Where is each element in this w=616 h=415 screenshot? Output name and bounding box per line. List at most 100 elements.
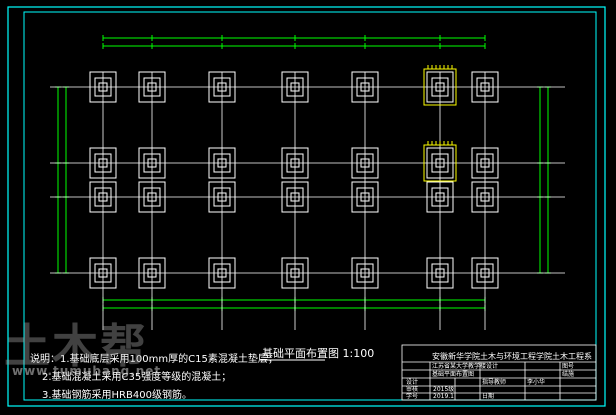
column-stub — [435, 158, 445, 168]
footing-outline — [351, 181, 379, 213]
footing-step — [94, 187, 112, 207]
footing-outline — [471, 71, 499, 103]
footing-step — [356, 263, 374, 283]
tb-drawing-name: 基础平面布置图 — [432, 370, 474, 378]
tb-year-1: 2015级 — [433, 385, 454, 393]
footing-step — [213, 77, 231, 97]
tb-school: 安徽新华学院土木与环境工程学院土木工程系 — [432, 351, 592, 361]
footing-outline — [281, 147, 309, 179]
footing-outline — [138, 181, 166, 213]
footing-outline — [351, 71, 379, 103]
footing-outline — [89, 71, 117, 103]
column-stub — [360, 82, 370, 92]
footing-step — [94, 77, 112, 97]
column-stub — [147, 158, 157, 168]
column-stub — [290, 82, 300, 92]
footing-step — [431, 77, 449, 97]
footing-outline — [138, 257, 166, 289]
column-stub — [290, 268, 300, 278]
column-stub — [217, 82, 227, 92]
tb-role-draw: 指导教师 — [482, 378, 506, 386]
column-stub — [147, 192, 157, 202]
footing-outline — [471, 257, 499, 289]
footing-outline — [426, 71, 454, 103]
footing-outline — [281, 71, 309, 103]
footing-step — [286, 263, 304, 283]
footing-step — [476, 77, 494, 97]
drawing-title: 基础平面布置图 1:100 — [262, 347, 374, 360]
column-stub — [360, 268, 370, 278]
footing-step — [356, 153, 374, 173]
tb-label-2: 图号 — [562, 363, 574, 370]
footing-outline — [208, 147, 236, 179]
footing-step — [286, 153, 304, 173]
column-stub — [147, 268, 157, 278]
footing-step — [143, 153, 161, 173]
footing-step — [213, 187, 231, 207]
footing-outline — [351, 147, 379, 179]
footing-step — [286, 77, 304, 97]
column-stub — [217, 158, 227, 168]
inner-frame — [23, 11, 597, 401]
footing-outline — [89, 181, 117, 213]
footing-step — [431, 187, 449, 207]
footing-outline — [281, 181, 309, 213]
footing-outline — [471, 147, 499, 179]
footing-outline — [208, 257, 236, 289]
tb-role-design: 设计 — [406, 378, 418, 386]
column-stub — [98, 158, 108, 168]
footing-step — [143, 77, 161, 97]
tb-role-check: 审核 — [406, 385, 418, 393]
column-stub — [360, 158, 370, 168]
column-stub — [360, 192, 370, 202]
column-stub — [98, 268, 108, 278]
tb-name-1: 李小华 — [527, 378, 545, 386]
footing-outline — [426, 147, 454, 179]
footing-outline — [471, 181, 499, 213]
note-line-2: 2.基础混凝土采用C35强度等级的混凝土； — [42, 370, 231, 383]
footing-outline — [138, 147, 166, 179]
column-stub — [435, 192, 445, 202]
column-stub — [435, 82, 445, 92]
footing-step — [356, 187, 374, 207]
footing-outline — [89, 147, 117, 179]
footing-step — [94, 153, 112, 173]
column-stub — [480, 268, 490, 278]
column-stub — [290, 158, 300, 168]
footing-step — [476, 263, 494, 283]
column-stub — [480, 82, 490, 92]
column-stub — [480, 192, 490, 202]
footing-outline — [281, 257, 309, 289]
footings — [89, 71, 499, 289]
footing-step — [94, 263, 112, 283]
column-stub — [217, 192, 227, 202]
outer-frame — [7, 6, 606, 407]
footing-step — [431, 153, 449, 173]
tb-label-3: 结施 — [562, 370, 574, 378]
tb-label-1: 学号 — [406, 392, 418, 400]
footing-outline — [89, 257, 117, 289]
column-stub — [217, 268, 227, 278]
footing-step — [213, 263, 231, 283]
footing-step — [143, 187, 161, 207]
note-line-3: 3.基础钢筋采用HRB400级钢筋。 — [42, 388, 192, 401]
footing-outline — [208, 71, 236, 103]
tb-year-2: 2019.1 — [433, 393, 454, 400]
footing-outline — [138, 71, 166, 103]
title-block — [401, 344, 597, 401]
footing-step — [431, 263, 449, 283]
column-stub — [480, 158, 490, 168]
footing-step — [213, 153, 231, 173]
footing-outline — [426, 257, 454, 289]
rebar-details — [423, 65, 457, 182]
footing-step — [476, 187, 494, 207]
footing-step — [286, 187, 304, 207]
footing-step — [356, 77, 374, 97]
note-line-1: 说明：1.基础底层采用100mm厚的C15素混凝土垫层； — [30, 352, 278, 365]
footing-outline — [351, 257, 379, 289]
tb-label-4: 日期 — [482, 392, 494, 400]
footing-step — [476, 153, 494, 173]
column-stub — [98, 82, 108, 92]
column-stub — [147, 82, 157, 92]
